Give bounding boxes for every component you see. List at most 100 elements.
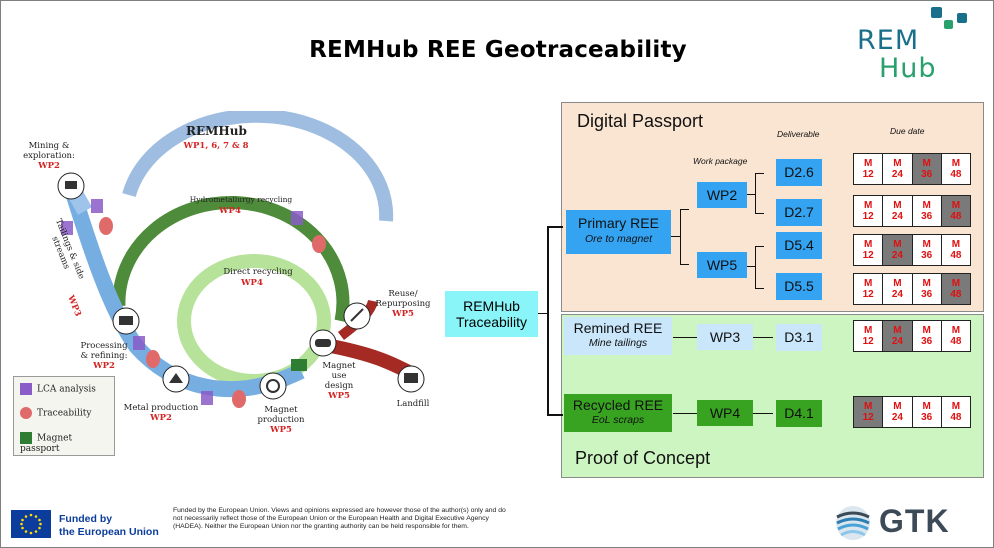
- passport-icon: [20, 432, 32, 444]
- work-package-header: Work package: [693, 156, 748, 166]
- page-title: REMHub REE Geotraceability: [309, 37, 687, 63]
- legend-item-lca: LCA analysis: [20, 383, 96, 395]
- stage-label: Reuse/ Repurposing: [375, 289, 431, 309]
- deliverable-d2-6: D2.6: [776, 159, 822, 186]
- gtk-text: GTK: [879, 503, 950, 539]
- wp2-bracket: [755, 173, 764, 214]
- direct-label: Direct recycling: [223, 267, 293, 277]
- center-wp: WP1, 6, 7 & 8: [183, 141, 249, 151]
- remined-ree-box: Remined REE Mine tailings: [564, 317, 672, 355]
- stage-wp: WP5: [392, 309, 414, 319]
- logo-line2: Hub: [879, 53, 937, 84]
- connector: [753, 413, 773, 414]
- remined-ree-sub: Mine tailings: [588, 337, 648, 349]
- stage-label: Magnet production: [257, 405, 305, 425]
- recycled-ree-title: Recycled REE: [572, 397, 664, 413]
- connector: [671, 236, 681, 237]
- disclaimer-text: Funded by the European Union. Views and …: [173, 507, 506, 530]
- deliverable-d3-1: D3.1: [776, 324, 822, 351]
- legend-item-passport: Magnet passport: [20, 432, 73, 454]
- primary-ree-sub: Ore to magnet: [584, 233, 653, 245]
- wp4-box: WP4: [697, 400, 753, 426]
- eu-flag-icon: [11, 510, 51, 538]
- stage-wp: WP2: [150, 413, 172, 423]
- stage-label: Magnet use design: [322, 361, 356, 391]
- recycled-ree-box: Recycled REE EoL scraps: [564, 394, 672, 432]
- traceability-bracket: [547, 226, 563, 416]
- primary-ree-box: Primary REE Ore to magnet: [566, 210, 671, 254]
- recycled-ree-sub: EoL scraps: [591, 414, 645, 426]
- lca-icon: [20, 383, 32, 395]
- digital-passport-title: Digital Passport: [577, 111, 704, 131]
- center-title: REMHub: [186, 124, 247, 138]
- connector: [747, 194, 756, 195]
- primary-ree-title: Primary REE: [578, 215, 659, 231]
- remined-ree-title: Remined REE: [573, 320, 663, 336]
- deliverable-d5-4: D5.4: [776, 232, 822, 259]
- stage-processing: Processing & refining: WP2: [79, 341, 129, 371]
- remhub-logo: REM Hub: [857, 25, 967, 84]
- stage-label: Processing & refining:: [80, 341, 128, 361]
- stage-metal: Metal production WP2: [123, 403, 199, 423]
- stage-wp: WP5: [328, 391, 350, 401]
- connector: [538, 313, 548, 314]
- funded-by-eu: Funded by the European Union: [59, 513, 159, 538]
- hydro-wp: WP4: [219, 206, 241, 216]
- direct-wp: WP4: [241, 278, 263, 288]
- connector: [753, 337, 773, 338]
- logo-line1: REM: [857, 25, 920, 56]
- wp5-box: WP5: [697, 252, 747, 278]
- wp3-box: WP3: [697, 324, 753, 350]
- stage-wp: WP2: [93, 361, 115, 371]
- deliverable-header: Deliverable: [777, 129, 820, 139]
- stage-mining: Mining & exploration: WP2: [21, 141, 77, 171]
- deliverable-d4-1: D4.1: [776, 400, 822, 427]
- gtk-wave-icon: [836, 506, 870, 540]
- proof-of-concept-title: Proof of Concept: [575, 448, 711, 468]
- circular-flow-diagram: REMHub WP1, 6, 7 & 8 Hydrometallurgy rec…: [1, 108, 461, 491]
- stage-wp: WP2: [38, 161, 60, 171]
- stage-label: Landfill: [396, 399, 430, 409]
- connector: [673, 413, 697, 414]
- stage-magnet-production: Magnet production WP5: [241, 405, 321, 435]
- wp5-bracket: [755, 246, 764, 289]
- connector: [747, 266, 756, 267]
- hydro-label: Hydrometallurgy recycling: [189, 195, 293, 204]
- deliverable-d5-5: D5.5: [776, 273, 822, 300]
- fingerprint-icon: [20, 407, 32, 419]
- flow-graphic: [57, 108, 425, 408]
- connector: [673, 337, 697, 338]
- stage-label: Mining & exploration:: [23, 141, 75, 161]
- due-date-header: Due date: [890, 126, 925, 136]
- stage-wp: WP5: [270, 425, 292, 435]
- wp2-box: WP2: [697, 182, 747, 208]
- legend-item-traceability: Traceability: [20, 407, 92, 419]
